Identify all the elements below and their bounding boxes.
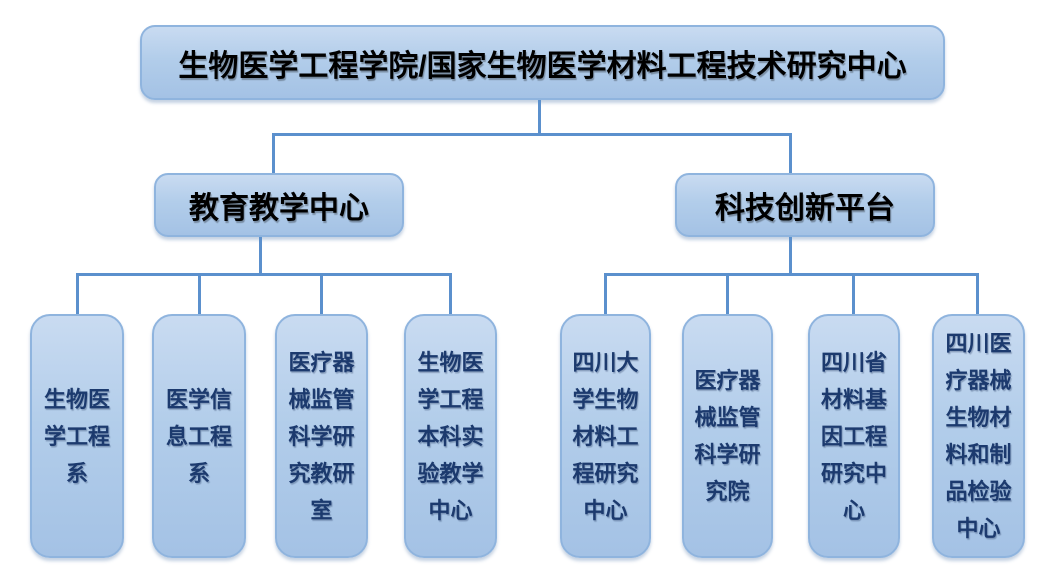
dept-label: 四川省 材料基 因工程 研究中 心	[820, 349, 887, 523]
connector-drop-dept-8	[976, 273, 979, 314]
dept-label: 医疗器 械监管 科学研 究院	[694, 368, 761, 504]
connector-education-rail	[76, 273, 452, 276]
connector-drop-dept-3	[320, 273, 323, 314]
org-node-biomedical-engineering-dept: 生物医 学工程 系	[30, 314, 124, 558]
org-node-sichuan-materials-genome-research-center: 四川省 材料基 因工程 研究中 心	[808, 314, 900, 558]
org-node-scu-biomaterials-engineering-research-center: 四川大 学生物 材料工 程研究 中心	[560, 314, 651, 558]
connector-drop-dept-1	[76, 273, 79, 314]
dept-label: 生物医 学工程 本科实 验教学 中心	[417, 349, 484, 523]
connector-level2-rail	[272, 133, 792, 136]
dept-label: 生物医 学工程 系	[43, 386, 110, 486]
connector-drop-dept-4	[449, 273, 452, 314]
connector-drop-tech	[789, 133, 792, 173]
org-node-undergraduate-experimental-teaching-center: 生物医 学工程 本科实 验教学 中心	[404, 314, 497, 558]
dept-label: 四川医 疗器械 生物材 料和制 品检验 中心	[945, 331, 1012, 541]
org-node-device-regulatory-science-teaching-office: 医疗器 械监管 科学研 究教研 室	[275, 314, 368, 558]
connector-tech-rail	[604, 273, 979, 276]
org-node-sichuan-device-biomaterials-inspection-center: 四川医 疗器械 生物材 料和制 品检验 中心	[932, 314, 1025, 558]
org-node-education-center-label: 教育教学中心	[189, 192, 369, 225]
org-node-tech-platform: 科技创新平台	[675, 173, 935, 237]
dept-label: 四川大 学生物 材料工 程研究 中心	[572, 349, 639, 523]
connector-drop-dept-2	[198, 273, 201, 314]
dept-label: 医学信 息工程 系	[165, 386, 232, 486]
org-node-root-label: 生物医学工程学院/国家生物医学材料工程技术研究中心	[178, 49, 907, 83]
org-node-tech-platform-label: 科技创新平台	[715, 192, 895, 225]
org-node-medical-information-dept: 医学信 息工程 系	[152, 314, 246, 558]
dept-label: 医疗器 械监管 科学研 究教研 室	[288, 349, 355, 523]
connector-education-stem	[259, 237, 262, 276]
org-node-root: 生物医学工程学院/国家生物医学材料工程技术研究中心	[140, 25, 945, 100]
connector-drop-dept-5	[604, 273, 607, 314]
connector-tech-stem	[789, 237, 792, 276]
org-node-education-center: 教育教学中心	[154, 173, 404, 237]
connector-root-stem	[538, 100, 541, 134]
connector-drop-education	[272, 133, 275, 173]
connector-drop-dept-6	[726, 273, 729, 314]
connector-drop-dept-7	[852, 273, 855, 314]
org-node-device-regulatory-science-institute: 医疗器 械监管 科学研 究院	[682, 314, 773, 558]
